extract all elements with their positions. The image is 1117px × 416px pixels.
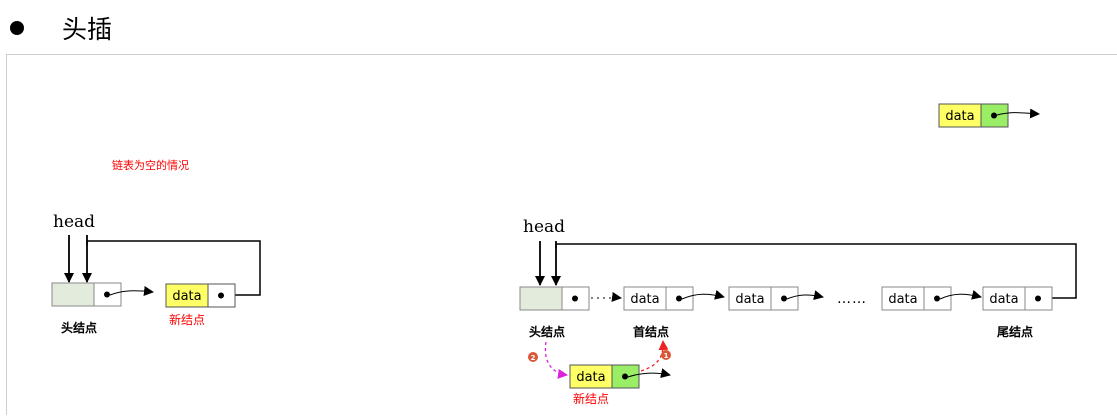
linked-list-head-insert-diagram: data 链表为空的情况 head data 头结点 新结点 <box>51 103 1077 406</box>
loop-back-line <box>555 243 1077 299</box>
empty-list-case: 链表为空的情况 head data 头结点 新结点 <box>51 158 261 335</box>
pointer-dot-icon <box>104 291 110 298</box>
pointer-arrow <box>681 289 725 300</box>
step-2-arrow <box>544 341 568 379</box>
section-heading: 头插 <box>10 8 112 48</box>
head-node-data-cell <box>519 286 563 311</box>
first-node-label: 首结点 <box>633 324 669 339</box>
pointer-dot-icon <box>781 295 787 302</box>
pointer-dot-icon <box>622 373 628 380</box>
head-label: head <box>523 217 565 237</box>
bullet-dot-icon <box>10 21 24 35</box>
step-1-badge <box>661 350 671 360</box>
new-node-label: 新结点 <box>573 391 609 406</box>
head-node-label: 头结点 <box>529 324 565 339</box>
pointer-dot-icon <box>218 292 224 299</box>
step-1-arrow <box>640 340 669 372</box>
empty-case-caption: 链表为空的情况 <box>112 158 189 172</box>
pointer-arrow <box>109 286 154 296</box>
node-data-label: data <box>888 292 917 307</box>
pointer-dot-icon <box>991 112 997 119</box>
pointer-dot-icon <box>572 295 578 302</box>
pointer-dot-icon <box>676 295 682 302</box>
new-node-label: 新结点 <box>169 312 205 327</box>
node-data-label: data <box>630 292 659 307</box>
step-1-number: 1 <box>664 352 669 360</box>
pointer-arrow <box>627 368 671 379</box>
node-data-label: data <box>989 292 1018 307</box>
non-empty-list-case: head data data …… <box>519 217 1077 406</box>
step-2-badge <box>528 352 538 362</box>
loop-back-line <box>86 240 261 296</box>
head-node-label: 头结点 <box>61 320 97 335</box>
step-2-number: 2 <box>531 354 536 362</box>
ellipsis: …… <box>837 291 867 307</box>
standalone-new-node: data <box>938 103 1040 128</box>
node-data-label: data <box>735 292 764 307</box>
node-data-label: data <box>576 370 605 385</box>
pointer-arrow <box>611 291 622 302</box>
pointer-dot-icon <box>934 295 940 302</box>
node-data-label: data <box>172 289 201 304</box>
diagram-panel: data 链表为空的情况 head data 头结点 新结点 <box>6 54 1117 415</box>
head-node-data-cell <box>51 282 95 307</box>
heading-title: 头插 <box>62 15 113 44</box>
pointer-arrow <box>939 289 982 300</box>
node-data-label: data <box>945 109 974 124</box>
pointer-dot-icon <box>1035 295 1041 302</box>
pointer-arrow <box>786 290 824 301</box>
tail-node-label: 尾结点 <box>997 324 1033 339</box>
head-label: head <box>53 212 95 232</box>
pointer-arrow <box>996 108 1040 119</box>
